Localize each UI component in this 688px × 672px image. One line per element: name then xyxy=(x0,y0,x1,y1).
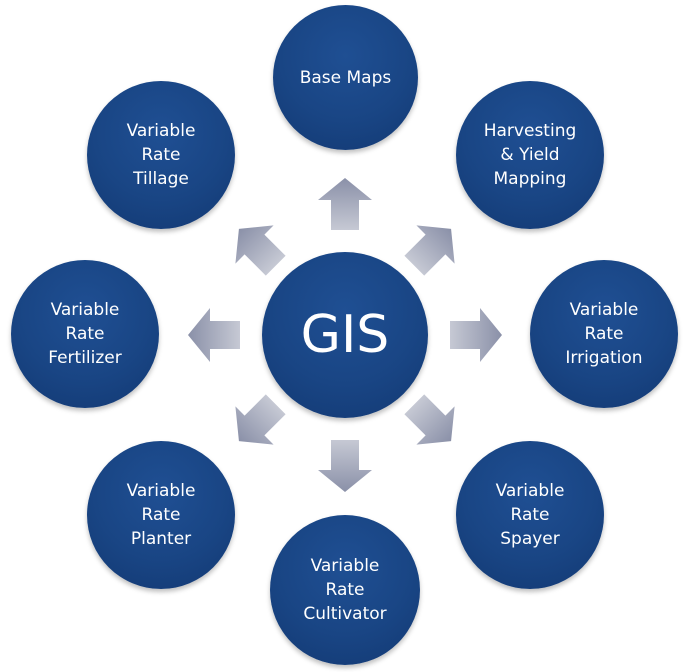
arrow-shape xyxy=(235,225,286,276)
node-variable-rate-planter: Variable Rate Planter xyxy=(87,441,235,589)
arrow-down-right-icon xyxy=(404,394,455,445)
arrow-down-icon xyxy=(318,440,372,492)
node-label: Variable Rate Spayer xyxy=(495,481,565,549)
node-variable-rate-fertilizer: Variable Rate Fertilizer xyxy=(11,260,159,408)
node-label: Variable Rate Irrigation xyxy=(565,300,643,368)
node-label: Base Maps xyxy=(299,67,392,88)
arrow-shape xyxy=(318,440,372,492)
node-base-maps: Base Maps xyxy=(273,5,418,150)
arrow-up-left-icon xyxy=(235,225,286,276)
node-harvesting-yield-mapping: Harvesting & Yield Mapping xyxy=(456,81,604,229)
arrow-shape xyxy=(235,394,286,445)
node-label: Variable Rate Planter xyxy=(126,481,196,549)
arrow-shape xyxy=(450,308,502,362)
node-label: Variable Rate Fertilizer xyxy=(48,300,122,368)
node-variable-rate-cultivator: Variable Rate Cultivator xyxy=(270,515,420,665)
node-label: Harvesting & Yield Mapping xyxy=(483,121,577,189)
arrow-up-icon xyxy=(318,178,372,230)
arrow-down-left-icon xyxy=(235,394,286,445)
arrow-shape xyxy=(318,178,372,230)
arrow-up-right-icon xyxy=(404,225,455,276)
arrow-left-icon xyxy=(188,308,240,362)
node-variable-rate-tillage: Variable Rate Tillage xyxy=(87,81,235,229)
center-label: GIS xyxy=(300,305,390,365)
node-variable-rate-irrigation: Variable Rate Irrigation xyxy=(530,260,678,408)
node-label: Variable Rate Tillage xyxy=(126,121,196,189)
arrow-right-icon xyxy=(450,308,502,362)
arrow-shape xyxy=(188,308,240,362)
arrow-shape xyxy=(404,394,455,445)
center-node-gis: GIS xyxy=(262,252,428,418)
arrow-shape xyxy=(404,225,455,276)
node-label: Variable Rate Cultivator xyxy=(303,556,387,624)
node-variable-rate-spayer: Variable Rate Spayer xyxy=(456,441,604,589)
